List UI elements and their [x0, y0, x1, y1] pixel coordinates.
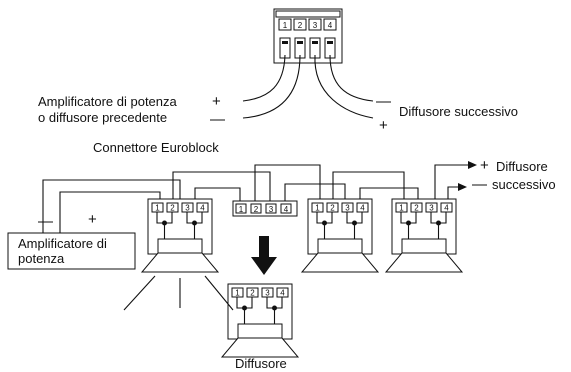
pin-label-4: 4	[328, 21, 333, 30]
next-minus-symbol: —	[376, 93, 391, 110]
middle-euroblock-connector: 1 2 3 4	[232, 200, 298, 217]
out-minus-arrowhead	[458, 183, 467, 191]
pin-box-2	[293, 18, 307, 31]
speaker-unit-1-pin-label-3: 3	[185, 204, 190, 213]
top-connector-wires	[242, 54, 374, 119]
speaker-unit-3-pin-label-1: 1	[399, 204, 404, 213]
amplifier-minus-symbol: —	[38, 213, 53, 230]
wire-out-plus	[314, 54, 374, 119]
amplifier-label-line1: Amplificatore di	[18, 236, 107, 251]
sound-lines	[123, 275, 234, 311]
speaker-unit-2: 1 2 3 4	[300, 198, 380, 273]
next-speaker-label: Diffusore successivo	[399, 104, 518, 119]
amplifier-label-line2: potenza	[18, 251, 65, 266]
source-label-line1: Amplificatore di potenza	[38, 94, 178, 109]
link-3-lower	[359, 187, 419, 205]
link-3-upper	[332, 171, 405, 205]
sound-line-left	[123, 275, 156, 311]
right-label-line2: successivo	[492, 177, 556, 192]
top-euroblock-connector: 1 2 3 4	[273, 8, 343, 64]
middle-pin-label-4: 4	[284, 205, 289, 214]
source-label-line2: o diffusore precedente	[38, 110, 167, 125]
speaker-unit-3-pin-label-3: 3	[429, 204, 434, 213]
speaker-unit-detail-horn	[220, 337, 300, 358]
right-plus-symbol: +	[480, 157, 489, 174]
terminal-screw-4	[327, 41, 333, 44]
link-2-lower	[284, 183, 346, 205]
link-1-lower	[194, 187, 241, 205]
speaker-unit-2-driver-body	[317, 238, 363, 254]
pin-label-2: 2	[298, 21, 303, 30]
middle-pin-box-2	[250, 203, 262, 214]
right-label-line1: Diffusore	[496, 159, 548, 174]
wire-out-minus	[329, 54, 374, 102]
speaker-unit-1: 1 2 3 4	[140, 198, 220, 273]
speaker-unit-2-pin-label-3: 3	[345, 204, 350, 213]
power-amplifier: Amplificatore di potenza — +	[7, 211, 136, 270]
speaker-unit-detail: 1 2 3 4	[220, 283, 300, 358]
speaker-unit-detail-driver-body	[237, 323, 283, 339]
speaker-unit-1-driver-body	[157, 238, 203, 254]
euroblock-connector-label: Connettore Euroblock	[93, 140, 219, 155]
right-minus-symbol: —	[472, 176, 487, 193]
pin-box-3	[308, 18, 322, 31]
amplifier-box	[7, 232, 136, 270]
link-2-upper	[254, 164, 321, 205]
speaker-label: Diffusore	[235, 356, 287, 371]
speaker-unit-detail-pin-label-2: 2	[250, 289, 255, 298]
pin-label-1: 1	[283, 21, 288, 30]
middle-pin-label-2: 2	[254, 205, 259, 214]
pin-box-1	[278, 18, 292, 31]
speaker-unit-detail-pin-label-1: 1	[235, 289, 240, 298]
speaker-unit-detail-pin-label-3: 3	[265, 289, 270, 298]
speaker-unit-1-horn	[140, 252, 220, 273]
wire-in-plus	[242, 54, 286, 102]
wire-in-minus	[242, 54, 301, 119]
speaker-unit-2-horn	[300, 252, 380, 273]
speaker-unit-1-pin-label-4: 4	[200, 204, 205, 213]
terminal-screw-1	[282, 41, 288, 44]
source-minus-symbol: —	[210, 111, 225, 128]
amp-plus-lead	[59, 191, 161, 233]
speaker-unit-3-pin-label-4: 4	[444, 204, 449, 213]
speaker-unit-1-pin-label-1: 1	[155, 204, 160, 213]
terminal-screw-3	[312, 41, 318, 44]
terminal-screw-2	[297, 41, 303, 44]
link-1-upper	[172, 171, 271, 205]
middle-pin-box-4	[280, 203, 292, 214]
speaker-unit-2-pin-label-1: 1	[315, 204, 320, 213]
speaker-unit-detail-pin-label-4: 4	[280, 289, 285, 298]
speaker-unit-3-pin-label-2: 2	[414, 204, 419, 213]
speaker-unit-2-pin-label-4: 4	[360, 204, 365, 213]
middle-pin-box-3	[265, 203, 277, 214]
connector-top-ridge	[275, 10, 341, 18]
out-plus-lead	[434, 164, 468, 205]
speaker-unit-3: 1 2 3 4	[384, 198, 464, 273]
amplifier-plus-symbol: +	[88, 211, 97, 228]
middle-pin-label-3: 3	[269, 205, 274, 214]
amp-minus-lead	[42, 179, 181, 233]
speaker-unit-3-horn	[384, 252, 464, 273]
middle-pin-box-1	[235, 203, 247, 214]
speaker-unit-2-pin-label-2: 2	[330, 204, 335, 213]
pin-label-3: 3	[313, 21, 318, 30]
source-plus-symbol: +	[212, 93, 221, 110]
down-arrow-icon	[251, 236, 277, 275]
sound-line-right	[204, 275, 234, 311]
pin-box-4	[323, 18, 337, 31]
out-plus-arrowhead	[468, 161, 477, 169]
middle-pin-label-1: 1	[239, 205, 244, 214]
speaker-unit-3-driver-body	[401, 238, 447, 254]
next-plus-symbol: +	[379, 117, 388, 134]
speaker-unit-1-pin-label-2: 2	[170, 204, 175, 213]
speaker-units: 1 2 3 4 1 2 3 4 1 2 3 4 1 2 3 4	[140, 198, 464, 358]
